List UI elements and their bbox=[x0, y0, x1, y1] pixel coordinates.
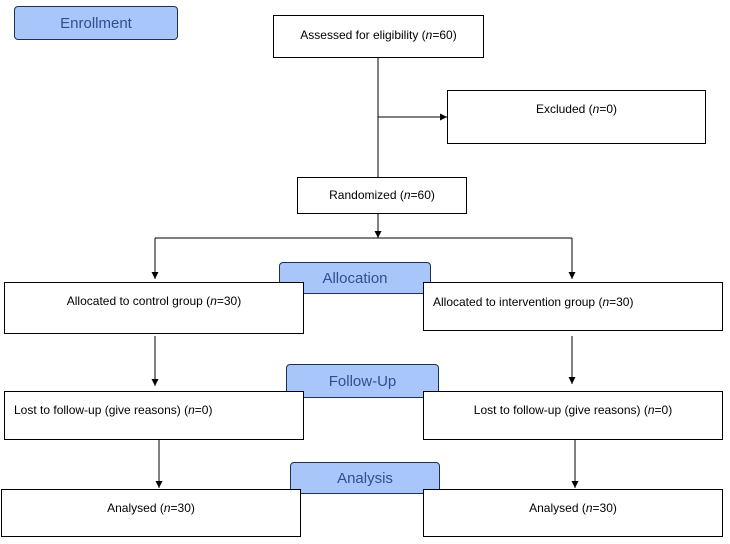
box-assessed-label: Assessed for eligibility ( bbox=[300, 28, 426, 42]
box-assessed-n: n bbox=[425, 28, 433, 42]
box-allocated-intervention-value: =30) bbox=[609, 295, 634, 309]
box-allocated-intervention-label: Allocated to intervention group ( bbox=[433, 295, 603, 309]
box-randomized-n: n bbox=[403, 188, 411, 202]
box-randomized: Randomized (n=60) bbox=[297, 177, 467, 214]
box-analysed-intervention: Analysed (n=30) bbox=[423, 489, 723, 537]
box-allocated-control-n: n bbox=[210, 294, 217, 308]
stage-follow-up: Follow-Up bbox=[286, 364, 439, 398]
box-allocated-control-value: =30) bbox=[216, 294, 242, 308]
box-analysed-intervention-n: n bbox=[585, 501, 593, 515]
box-analysed-control: Analysed (n=30) bbox=[1, 489, 301, 537]
stage-enrollment: Enrollment bbox=[14, 6, 178, 40]
box-excluded-value: =0) bbox=[599, 102, 618, 116]
box-allocated-control: Allocated to control group (n=30) bbox=[4, 282, 304, 334]
box-excluded-label: Excluded ( bbox=[535, 102, 593, 116]
box-lost-intervention-value: =0) bbox=[654, 403, 673, 417]
box-analysed-intervention-value: =30) bbox=[592, 501, 617, 515]
box-assessed: Assessed for eligibility (n=60) bbox=[273, 15, 484, 58]
box-lost-control-n: n bbox=[188, 403, 195, 417]
box-lost-control-value: =0) bbox=[194, 403, 213, 417]
box-excluded: Excluded (n=0) bbox=[447, 90, 706, 144]
box-lost-control-label: Lost to follow-up (give reasons) ( bbox=[14, 403, 189, 417]
box-randomized-label: Randomized ( bbox=[329, 188, 404, 202]
stage-analysis: Analysis bbox=[290, 462, 440, 494]
box-assessed-value: =60) bbox=[432, 28, 457, 42]
box-lost-intervention-label: Lost to follow-up (give reasons) ( bbox=[473, 403, 648, 417]
box-lost-intervention-n: n bbox=[647, 403, 655, 417]
box-allocated-intervention-n: n bbox=[602, 295, 610, 309]
box-randomized-value: =60) bbox=[410, 188, 435, 202]
box-lost-intervention: Lost to follow-up (give reasons) (n=0) bbox=[423, 391, 723, 440]
box-excluded-n: n bbox=[592, 102, 600, 116]
box-analysed-control-label: Analysed ( bbox=[107, 501, 164, 515]
box-allocated-intervention: Allocated to intervention group (n=30) bbox=[423, 282, 723, 331]
stage-allocation: Allocation bbox=[279, 262, 431, 294]
box-analysed-intervention-label: Analysed ( bbox=[529, 501, 586, 515]
box-analysed-control-n: n bbox=[163, 501, 171, 515]
box-analysed-control-value: =30) bbox=[170, 501, 195, 515]
box-allocated-control-label: Allocated to control group ( bbox=[66, 294, 211, 308]
box-lost-control: Lost to follow-up (give reasons) (n=0) bbox=[4, 391, 304, 440]
